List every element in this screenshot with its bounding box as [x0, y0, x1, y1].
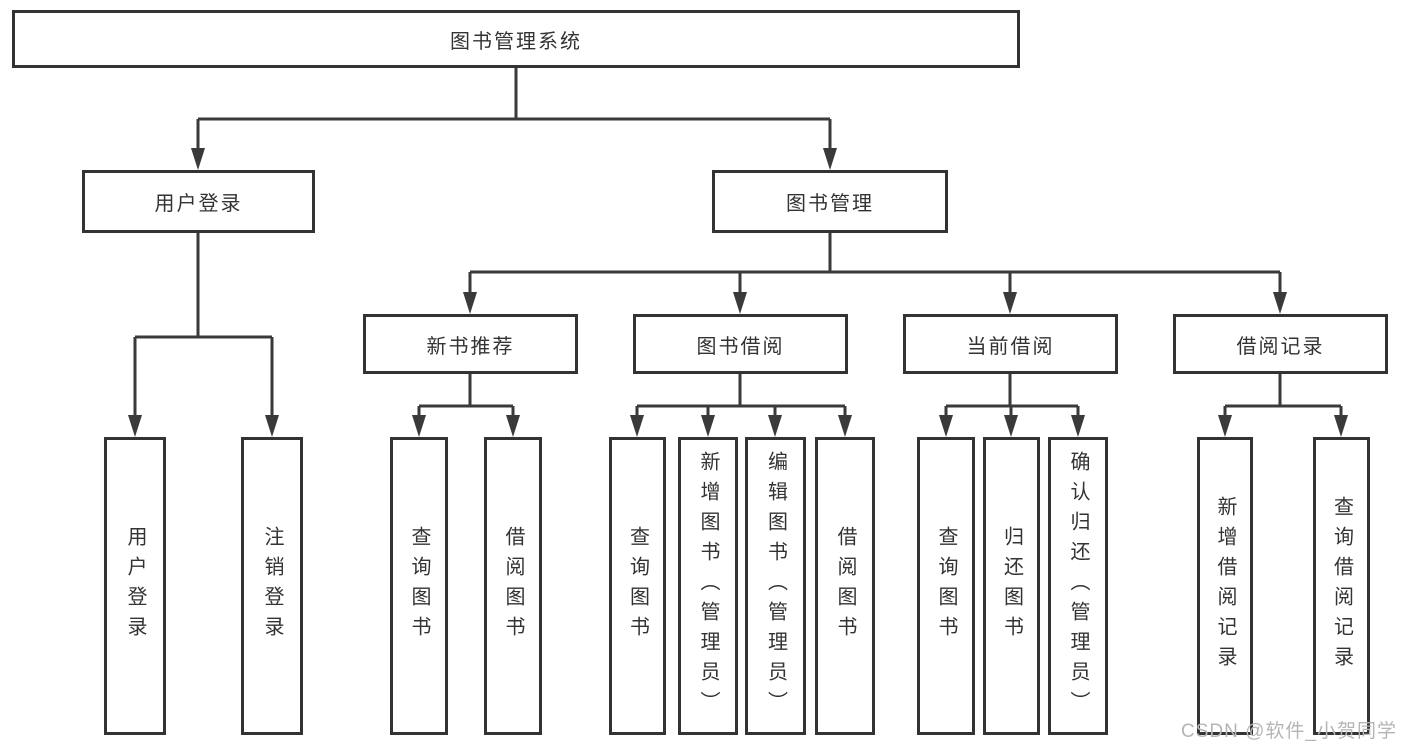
node-borrowing-add-books-admin-label: 新增图书（管理员）	[697, 451, 719, 721]
node-current-query-books: 查询图书	[917, 437, 975, 735]
node-borrowing-query-books: 查询图书	[609, 437, 666, 735]
node-recommend-query-books-label: 查询图书	[408, 526, 430, 646]
node-current-borrowing-label: 当前借阅	[966, 335, 1055, 358]
node-book-borrowing-label: 图书借阅	[696, 335, 785, 358]
node-borrowing-borrow-books: 借阅图书	[815, 437, 875, 735]
node-borrowing-edit-books-admin-label: 编辑图书（管理员）	[764, 451, 787, 721]
node-book-borrowing: 图书借阅	[633, 314, 848, 374]
node-recommend-borrow-books-label: 借阅图书	[502, 526, 524, 646]
node-leaf-user-login-label: 用户登录	[124, 526, 146, 646]
node-new-book-recommend-label: 新书推荐	[426, 335, 515, 358]
node-user-login: 用户登录	[82, 170, 315, 233]
node-book-management: 图书管理	[712, 170, 948, 233]
node-records-add-record: 新增借阅记录	[1197, 437, 1253, 735]
node-borrowing-query-books-label: 查询图书	[626, 526, 649, 646]
connector-lines	[133, 68, 1343, 419]
node-current-confirm-return-admin: 确认归还（管理员）	[1048, 437, 1108, 735]
node-root-system: 图书管理系统	[12, 10, 1020, 68]
node-borrowing-edit-books-admin: 编辑图书（管理员）	[745, 437, 806, 735]
node-root-system-label: 图书管理系统	[450, 30, 582, 53]
node-current-return-books-label: 归还图书	[1000, 526, 1023, 646]
node-records-query-record: 查询借阅记录	[1313, 437, 1370, 735]
node-user-login-label: 用户登录	[154, 193, 243, 215]
node-current-borrowing: 当前借阅	[903, 314, 1118, 374]
node-recommend-query-books: 查询图书	[390, 437, 448, 735]
node-leaf-logout: 注销登录	[241, 437, 303, 735]
node-current-confirm-return-admin-label: 确认归还（管理员）	[1067, 451, 1089, 721]
node-borrowing-records: 借阅记录	[1173, 314, 1388, 374]
csdn-watermark: CSDN @软件_小贺同学	[1181, 721, 1397, 742]
node-current-return-books: 归还图书	[983, 437, 1040, 735]
node-current-query-books-label: 查询图书	[935, 526, 957, 646]
node-records-add-record-label: 新增借阅记录	[1214, 496, 1236, 676]
node-leaf-user-login: 用户登录	[104, 437, 166, 735]
node-recommend-borrow-books: 借阅图书	[484, 437, 542, 735]
arrowheads	[128, 148, 1348, 437]
node-book-management-label: 图书管理	[786, 193, 874, 215]
node-records-query-record-label: 查询借阅记录	[1330, 496, 1353, 676]
node-borrowing-add-books-admin: 新增图书（管理员）	[678, 437, 738, 735]
node-borrowing-records-label: 借阅记录	[1236, 335, 1325, 358]
node-borrowing-borrow-books-label: 借阅图书	[834, 526, 856, 646]
node-leaf-logout-label: 注销登录	[261, 526, 283, 646]
node-new-book-recommend: 新书推荐	[363, 314, 578, 374]
